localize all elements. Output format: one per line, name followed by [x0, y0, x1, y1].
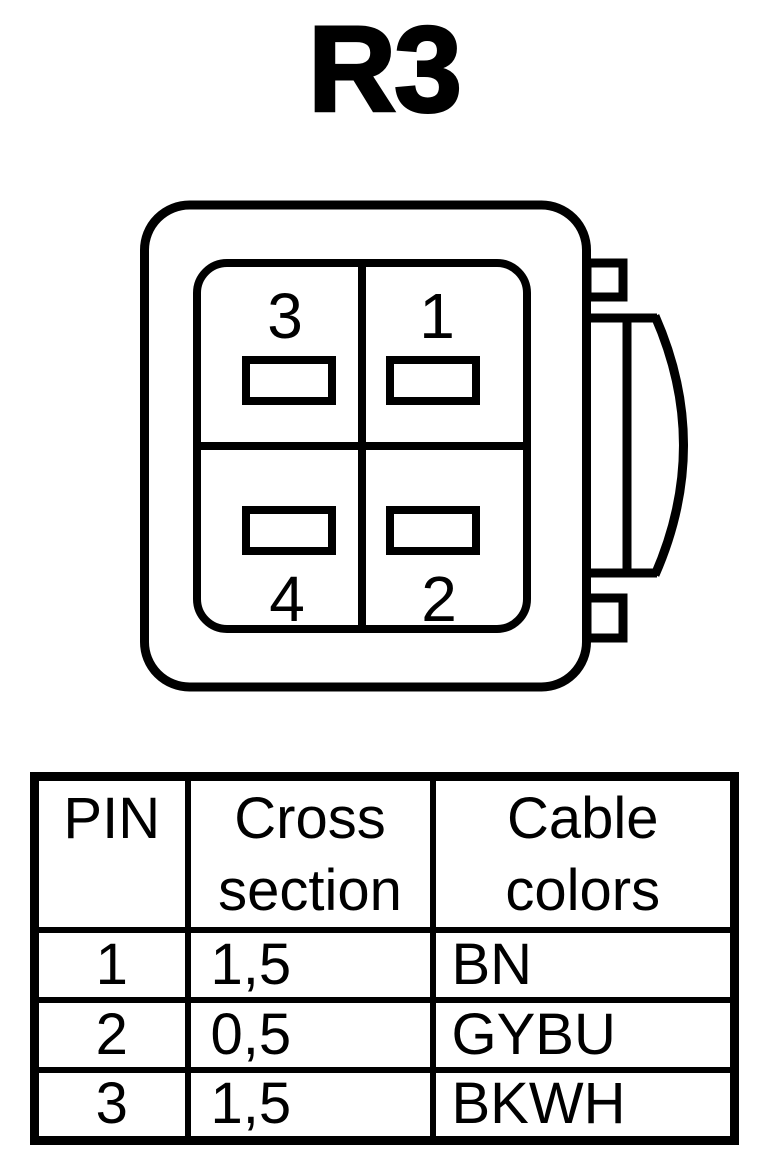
- pin-label-2: 2: [421, 563, 457, 635]
- pin-slot-3: [242, 356, 336, 405]
- col-header-pin: PIN: [31, 773, 191, 933]
- cross-section-cell: 1,5: [184, 927, 436, 1003]
- latch-bow: [650, 314, 688, 577]
- pin-label-3: 3: [267, 280, 303, 352]
- cable-colors-cell: GYBU: [429, 997, 738, 1073]
- pin-slot-2: [386, 506, 480, 555]
- table-row: 2 0,5 GYBU: [31, 997, 738, 1073]
- table-row: 3 1,5 BKWH: [31, 1067, 738, 1143]
- page-title: R3: [307, 1, 464, 137]
- table-header-row: PIN Cross section Cable colors: [31, 773, 738, 933]
- latch-tab-top: [582, 258, 628, 302]
- col-header-cable-colors: Cable colors: [429, 773, 738, 933]
- pin-slot-1: [386, 356, 480, 405]
- latch-tab-bottom: [582, 593, 628, 643]
- pin-cell: 1: [31, 927, 191, 1003]
- col-header-cross-section: Cross section: [184, 773, 436, 933]
- table-row: 1 1,5 BN: [31, 927, 738, 1003]
- connector-latch: [582, 258, 688, 643]
- pin-cell: 3: [31, 1067, 191, 1143]
- pin-label-1: 1: [419, 280, 455, 352]
- pin-label-4: 4: [269, 563, 305, 635]
- cross-section-cell: 0,5: [184, 997, 436, 1073]
- connector-diagram: 3 1 4 2: [140, 200, 688, 692]
- pin-cell: 2: [31, 997, 191, 1073]
- cross-section-cell: 1,5: [184, 1067, 436, 1143]
- pinout-table: PIN Cross section Cable colors 1 1,5 BN …: [30, 772, 739, 1145]
- cable-colors-cell: BKWH: [429, 1067, 738, 1143]
- cable-colors-cell: BN: [429, 927, 738, 1003]
- pin-slot-4: [242, 506, 336, 555]
